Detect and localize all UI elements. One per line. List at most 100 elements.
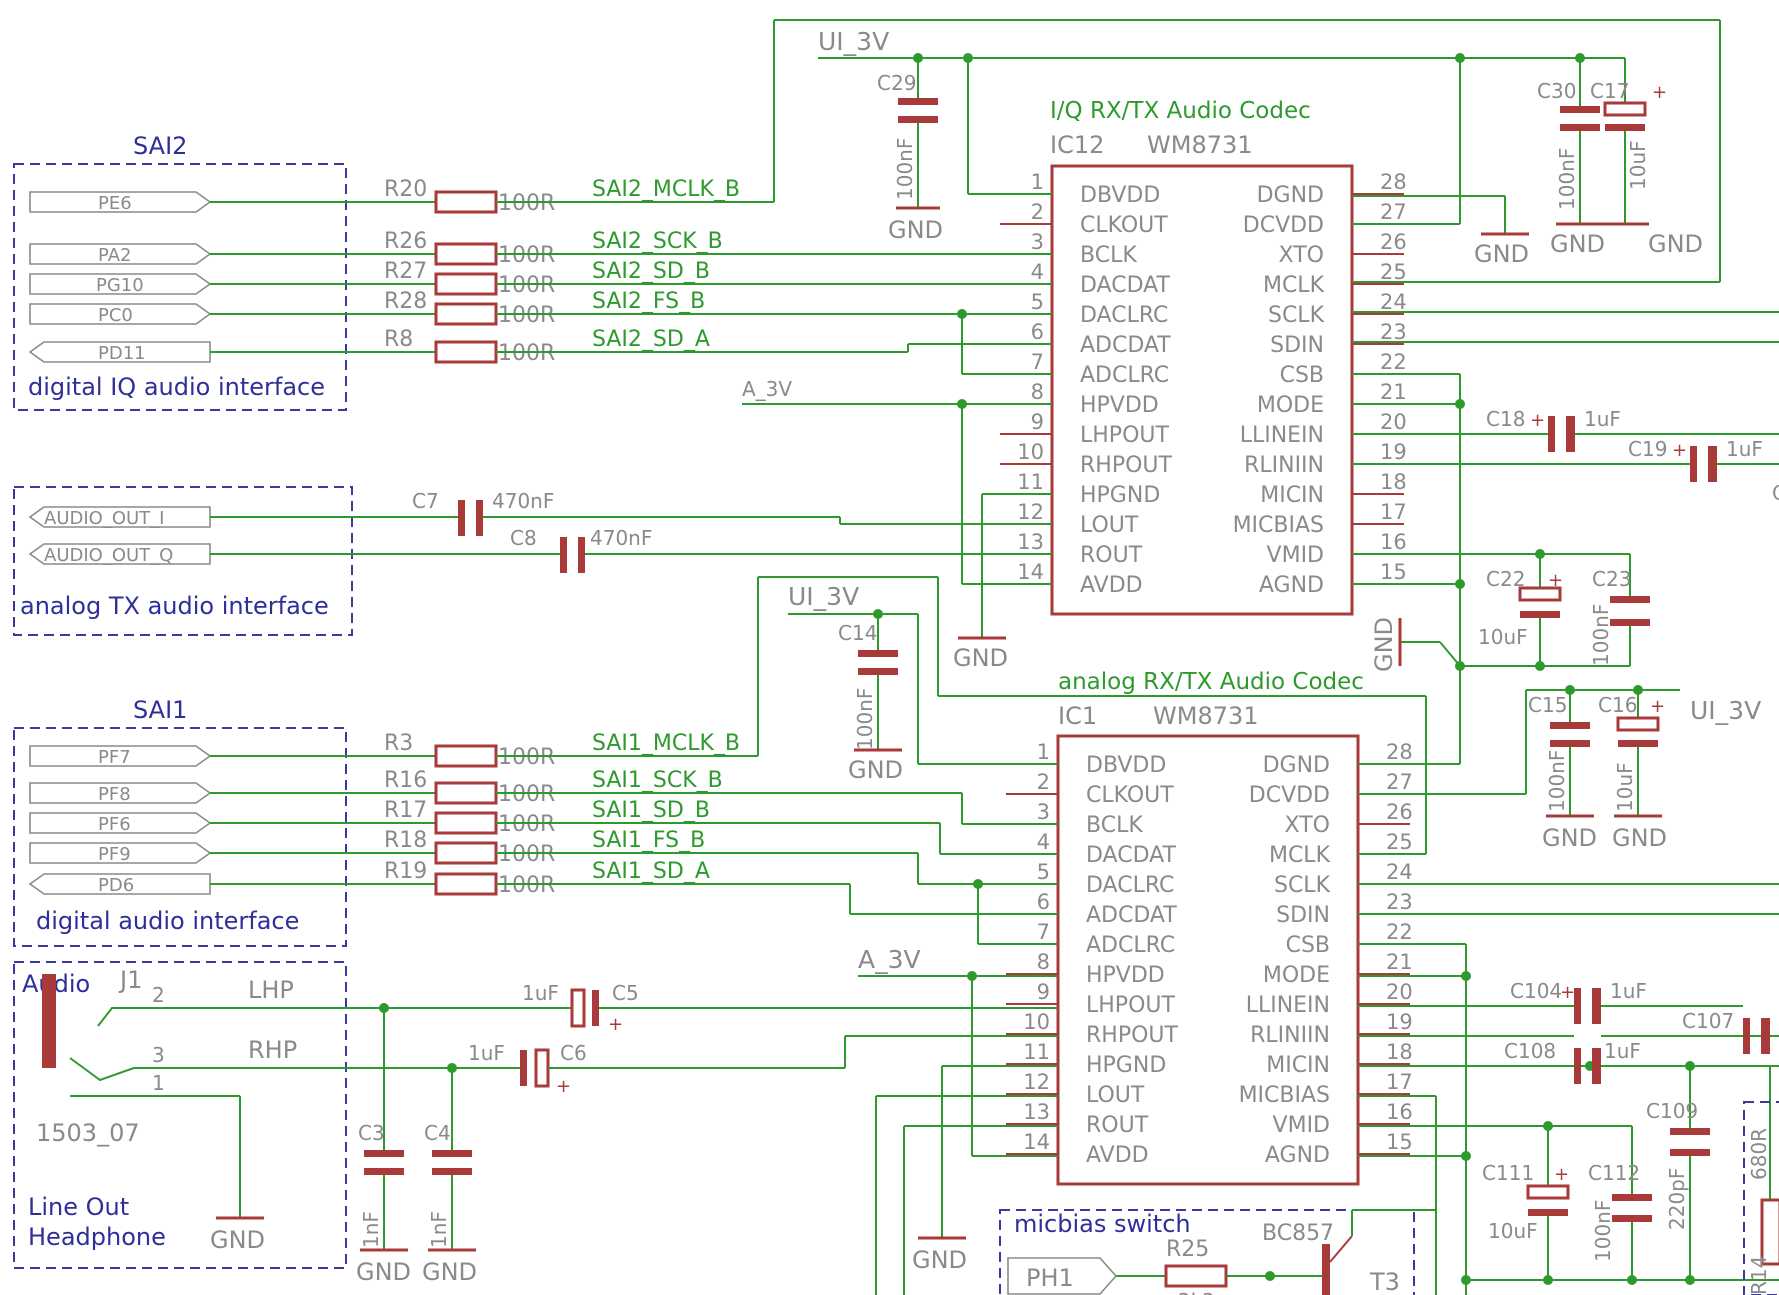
ic1-pin-right-number: 26 (1386, 800, 1413, 824)
ic12-pin-right-name: DGND (1257, 183, 1324, 208)
ic12-pin-left-name: ROUT (1080, 543, 1143, 568)
ic1-pin-left-name: AVDD (1086, 1143, 1149, 1168)
ic12-pin-right-name: MICBIAS (1233, 513, 1324, 538)
c109-ref: C109 (1646, 1099, 1698, 1123)
ic1-pin-right-name: DGND (1263, 753, 1330, 778)
ic12-pin-right-name: MICIN (1260, 483, 1324, 508)
ic12-pin-left-number: 13 (1017, 530, 1044, 554)
ic1-pin-left-number: 13 (1023, 1100, 1050, 1124)
resistor-body (434, 340, 498, 364)
c112-ref: C112 (1588, 1161, 1640, 1185)
net-label: SAI1_SD_B (592, 798, 710, 823)
junction (973, 879, 983, 889)
c22-ref: C22 (1486, 567, 1525, 591)
ic1-pin-right-name: VMID (1273, 1113, 1330, 1138)
plus-sign: + (1652, 82, 1667, 103)
cap-plate (1592, 988, 1601, 1024)
c108-value: 1uF (1604, 1039, 1641, 1063)
cap-plate (1610, 596, 1650, 603)
ic12-pin-left-number: 8 (1031, 380, 1044, 404)
ic1-pin-left-name: HPVDD (1086, 963, 1165, 988)
ui3v-label-top: UI_3V (818, 27, 889, 56)
resistor-body (434, 272, 498, 296)
cap-plate (1690, 446, 1697, 482)
ic12-pin-right-name: DCVDD (1243, 213, 1324, 238)
ic1-pin-left-name: DACDAT (1086, 843, 1176, 868)
cap-plate (364, 1168, 404, 1175)
tx-ports: AUDIO_OUT_I AUDIO_OUT_Q (28, 506, 211, 566)
ic1-pin-right-name: AGND (1265, 1143, 1330, 1168)
ic1-pin-right-name: SDIN (1276, 903, 1330, 928)
lhp-label: LHP (248, 976, 294, 1004)
sai1-block-frame (13, 727, 347, 947)
sai1-block-title: SAI1 (133, 696, 187, 724)
net-label: SAI1_MCLK_B (592, 731, 740, 756)
ic12-pin-right-number: 17 (1380, 500, 1407, 524)
net-label: SAI1_SCK_B (592, 768, 723, 793)
gnd-label: GND (888, 216, 943, 244)
j1-ref: J1 (118, 966, 142, 994)
audio-block-title: Audio (22, 970, 90, 998)
port-pd6-label: PD6 (98, 875, 134, 896)
c112-value: 100nF (1591, 1200, 1615, 1262)
ic12-pin-right-number: 19 (1380, 440, 1407, 464)
cap-plate (1618, 740, 1658, 747)
ic1-pin-left-name: ADCLRC (1086, 933, 1175, 958)
port-audio-out-i-label: AUDIO_OUT_I (44, 508, 164, 529)
port-pg10-label: PG10 (96, 275, 144, 296)
cap-plate (1612, 1194, 1652, 1201)
c107-ref: C107 (1682, 1009, 1734, 1033)
gnd-label: GND (1474, 240, 1529, 268)
ic12-pin-left-number: 10 (1017, 440, 1044, 464)
resistor-body (434, 302, 498, 326)
c7-value: 470nF (492, 489, 554, 513)
t3-part: BC857 (1262, 1221, 1334, 1246)
micbias-block-frame (999, 1209, 1415, 1295)
rhp-label: RHP (248, 1036, 297, 1064)
ic1-pin-right-number: 24 (1386, 860, 1413, 884)
junction (1543, 1121, 1553, 1131)
audio-jack-j1: J1 1503_07 GND 2 3 1 LHP RHP (36, 966, 384, 1254)
cap-plate (476, 500, 483, 536)
ic12-pin-left-name: AVDD (1080, 573, 1143, 598)
cap-plate (1612, 1215, 1652, 1222)
c29-value: 100nF (893, 138, 917, 200)
c29-ref: C29 (877, 71, 916, 95)
ic1-pin-left-number: 9 (1037, 980, 1050, 1004)
ic12-pin-left-number: 11 (1017, 470, 1044, 494)
c23-ref: C23 (1592, 567, 1631, 591)
ic12-pin-right-number: 28 (1380, 170, 1407, 194)
cap-plate (1518, 586, 1562, 602)
c19-value: 1uF (1726, 437, 1763, 461)
ic12-pin-left-name: DACDAT (1080, 273, 1170, 298)
c111-ref: C111 (1482, 1161, 1534, 1185)
resistor-value: 100R (498, 273, 555, 298)
c30-value: 100nF (1555, 148, 1579, 210)
sai1-block-caption: digital audio interface (36, 907, 299, 935)
ic1-pin-right-number: 17 (1386, 1070, 1413, 1094)
resistor-ref: R3 (384, 731, 413, 756)
junction (1455, 579, 1465, 589)
c7-ref: C7 (412, 489, 439, 513)
resistor-ref: R18 (384, 828, 427, 853)
resistor-680r: 680R R14 (1743, 1101, 1779, 1295)
ic12-pin-left-name: RHPOUT (1080, 453, 1173, 478)
capacitor-c16: C16 + 10uF GND (1598, 690, 1667, 852)
c-partial-ref: C (1772, 481, 1779, 505)
ic12-pin-left-name: CLKOUT (1080, 213, 1168, 238)
ic1-pin-left-name: DACLRC (1086, 873, 1174, 898)
resistor-body (434, 781, 498, 805)
ic1-pin-right-name: LLINEIN (1246, 993, 1330, 1018)
sai1-routing (496, 755, 1058, 945)
gnd-label: GND (356, 1258, 411, 1286)
ic12-pin-left-number: 9 (1031, 410, 1044, 434)
plus-sign: + (1530, 410, 1545, 431)
port-audio-out-i (28, 506, 211, 528)
ic1-pin-left-name: LOUT (1086, 1083, 1145, 1108)
port-ph1-label: PH1 (1026, 1264, 1074, 1292)
net-label: SAI2_SD_A (592, 327, 710, 352)
port-pe6-label: PE6 (98, 193, 132, 214)
cap-plate (432, 1150, 472, 1157)
capacitor-c17: C17 + 10uF GND (1590, 58, 1703, 258)
